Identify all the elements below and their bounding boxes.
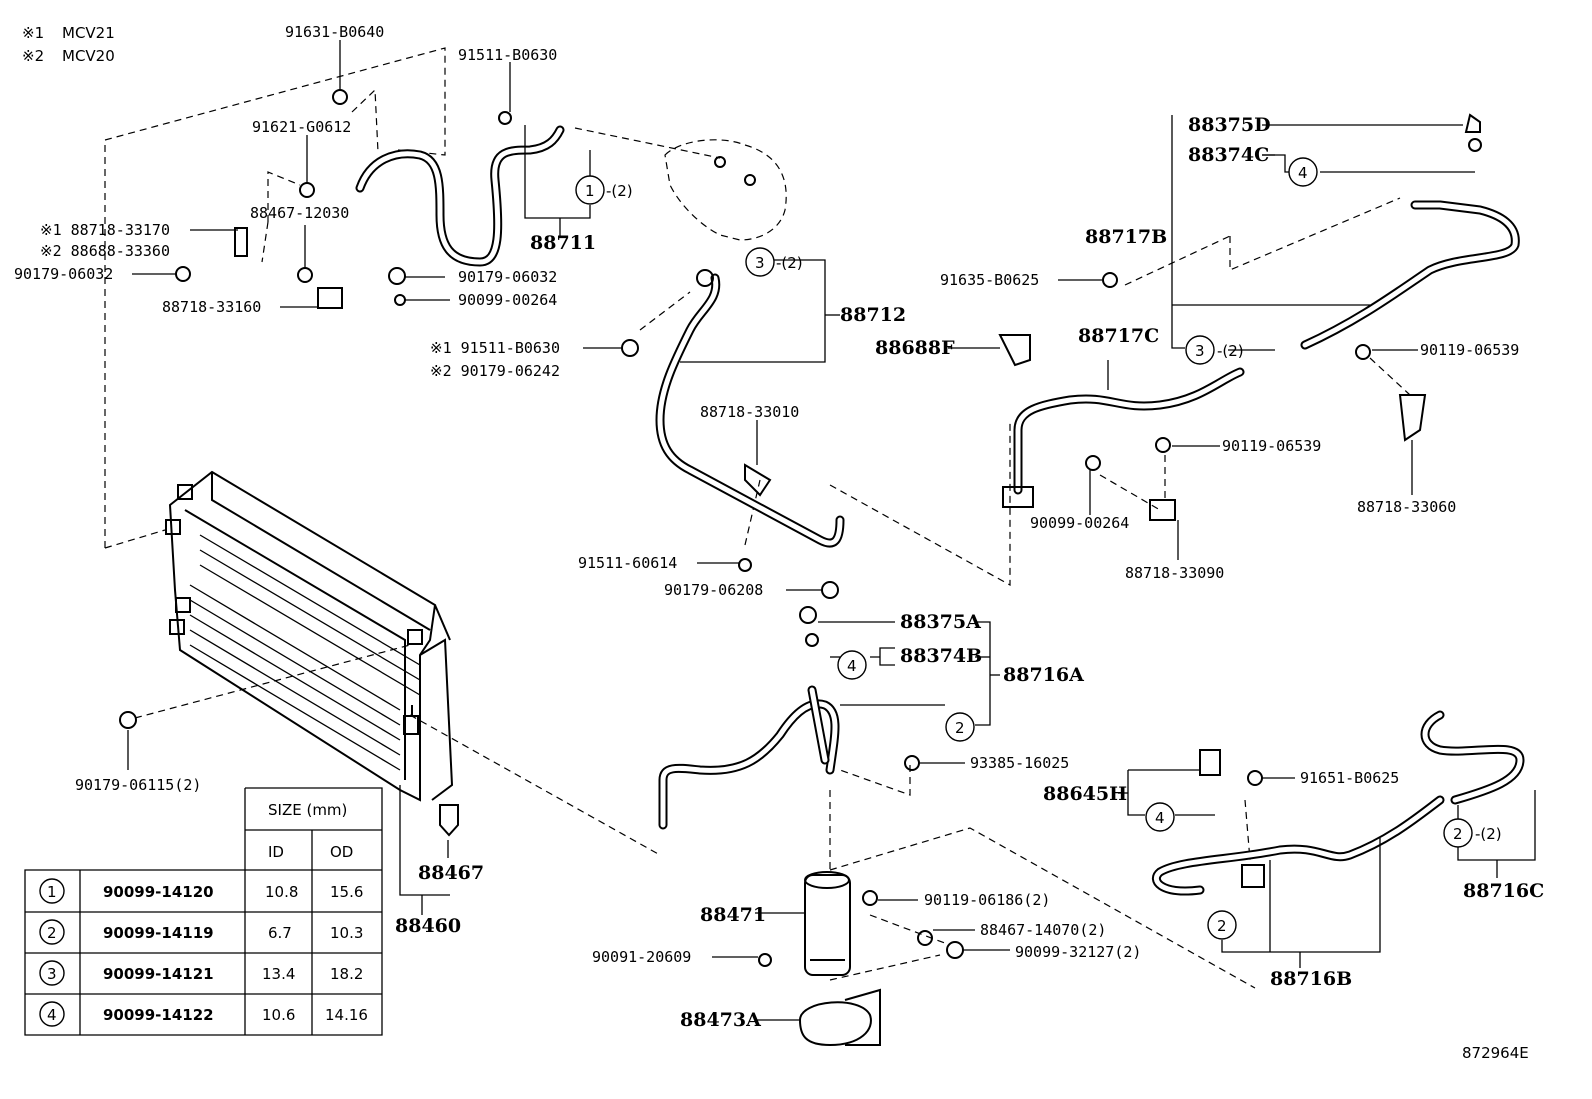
note-text-2: MCV20 (62, 47, 115, 65)
label-88460: 88460 (395, 915, 461, 937)
oring-ref-2-mid: 2 (955, 719, 965, 737)
table-ref-1: 1 (47, 883, 57, 901)
table-header-id: ID (268, 843, 284, 861)
table-od-1: 15.6 (330, 883, 363, 901)
label-91631-b0640: 91631-B0640 (285, 23, 384, 41)
label-88711: 88711 (530, 232, 596, 254)
label-88717b: 88717B (1085, 226, 1167, 248)
oring-ref-4-low: 4 (1155, 809, 1165, 827)
label-88375a: 88375A (900, 611, 981, 633)
label-88375d: 88375D (1188, 114, 1271, 136)
label-90119-06539-b: 90119-06539 (1222, 437, 1321, 455)
label-88712: 88712 (840, 304, 906, 326)
label-88716a: 88716A (1003, 664, 1084, 686)
table-od-3: 18.2 (330, 965, 363, 983)
label-88716c: 88716C (1463, 880, 1544, 902)
table-id-3: 13.4 (262, 965, 295, 983)
oring-ref-2-low: 2 (1217, 917, 1227, 935)
receiver-dryer-88471 (804, 871, 851, 976)
label-88688-33360: ※2 88688-33360 (40, 242, 170, 260)
label-93385-16025: 93385-16025 (970, 754, 1069, 772)
label-88471: 88471 (700, 904, 766, 926)
label-90099-00264-top: 90099-00264 (458, 291, 557, 309)
label-90179-06242: ※2 90179-06242 (430, 362, 560, 380)
label-91511-b0630-mid: ※1 91511-B0630 (430, 339, 560, 357)
table-id-4: 10.6 (262, 1006, 295, 1024)
label-90099-32127: 90099-32127(2) (1015, 943, 1141, 961)
label-91511-60614: 91511-60614 (578, 554, 677, 572)
label-91621-g0612: 91621-G0612 (252, 118, 351, 136)
oring-ref-3-top-qty: -(2) (776, 254, 803, 272)
label-88718-33010: 88718-33010 (700, 403, 799, 421)
table-part-1: 90099-14120 (103, 883, 214, 901)
table-id-2: 6.7 (268, 924, 292, 942)
oring-ref-3-right: 3 (1195, 342, 1205, 360)
table-header-size: SIZE (mm) (268, 801, 347, 819)
condenser-88460 (165, 470, 454, 802)
label-91635-b0625: 91635-B0625 (940, 271, 1039, 289)
label-88718-33170: ※1 88718-33170 (40, 221, 170, 239)
label-88716b: 88716B (1270, 968, 1352, 990)
oring-ref-1-top-qty: -(2) (606, 182, 633, 200)
table-ref-4: 4 (47, 1006, 57, 1024)
label-88717c: 88717C (1078, 325, 1159, 347)
label-88374c: 88374C (1188, 144, 1269, 166)
diagram-id: 872964E (1462, 1044, 1529, 1062)
label-88467: 88467 (418, 862, 484, 884)
label-88718-33160: 88718-33160 (162, 298, 261, 316)
oring-ref-2-low-right-qty: -(2) (1475, 825, 1502, 843)
oring-ref-4-right: 4 (1298, 164, 1308, 182)
label-91511-b0630-top: 91511-B0630 (458, 46, 557, 64)
label-90091-20609: 90091-20609 (592, 948, 691, 966)
label-88645h: 88645H (1043, 783, 1127, 805)
label-90179-06032-left: 90179-06032 (14, 265, 113, 283)
label-90179-06208: 90179-06208 (664, 581, 763, 599)
table-id-1: 10.8 (265, 883, 298, 901)
note-mark-2: ※2 (22, 47, 44, 65)
note-mark-1: ※1 (22, 24, 44, 42)
table-part-4: 90099-14122 (103, 1006, 214, 1024)
label-88718-33090: 88718-33090 (1125, 564, 1224, 582)
label-88688f: 88688F (875, 337, 955, 359)
table-ref-2: 2 (47, 924, 57, 942)
dashed-guides (104, 47, 1411, 989)
part-labels: 91631-B0640 91511-B0630 91621-G0612 8846… (14, 23, 1544, 1062)
oring-ref-4-mid: 4 (847, 657, 857, 675)
note-text-1: MCV21 (62, 24, 115, 42)
table-od-2: 10.3 (330, 924, 363, 942)
oring-size-table: SIZE (mm) ID OD 1 90099-14120 10.8 15.6 … (24, 787, 383, 1036)
label-88467-14070: 88467-14070(2) (980, 921, 1106, 939)
label-88374b: 88374B (900, 645, 982, 667)
label-90179-06115: 90179-06115(2) (75, 776, 201, 794)
oring-ref-2-low-right: 2 (1453, 825, 1463, 843)
bracket-88473a (798, 988, 881, 1047)
label-88467-12030: 88467-12030 (250, 204, 349, 222)
leader-lines (127, 40, 1536, 1021)
label-90099-00264-right: 90099-00264 (1030, 514, 1129, 532)
oring-ref-3-right-qty: -(2) (1217, 342, 1244, 360)
table-od-4: 14.16 (325, 1006, 368, 1024)
table-ref-3: 3 (47, 965, 57, 983)
label-88473a: 88473A (680, 1009, 761, 1031)
label-90119-06539-a: 90119-06539 (1420, 341, 1519, 359)
oring-ref-3-top: 3 (755, 254, 765, 272)
tubes (355, 125, 1525, 896)
model-notes: ※1 MCV21 ※2 MCV20 (22, 24, 115, 65)
table-part-3: 90099-14121 (103, 965, 214, 983)
compressor (664, 139, 787, 241)
label-88718-33060: 88718-33060 (1357, 498, 1456, 516)
table-header-od: OD (330, 843, 353, 861)
oring-ref-1-top: 1 (585, 182, 595, 200)
oring-callouts: 1 -(2) 3 -(2) 4 3 -(2) 4 2 4 2 -(2) 2 (575, 157, 1502, 940)
table-part-2: 90099-14119 (103, 924, 214, 942)
label-90119-06186: 90119-06186(2) (924, 891, 1050, 909)
label-91651-b0625: 91651-B0625 (1300, 769, 1399, 787)
label-90179-06032-right: 90179-06032 (458, 268, 557, 286)
